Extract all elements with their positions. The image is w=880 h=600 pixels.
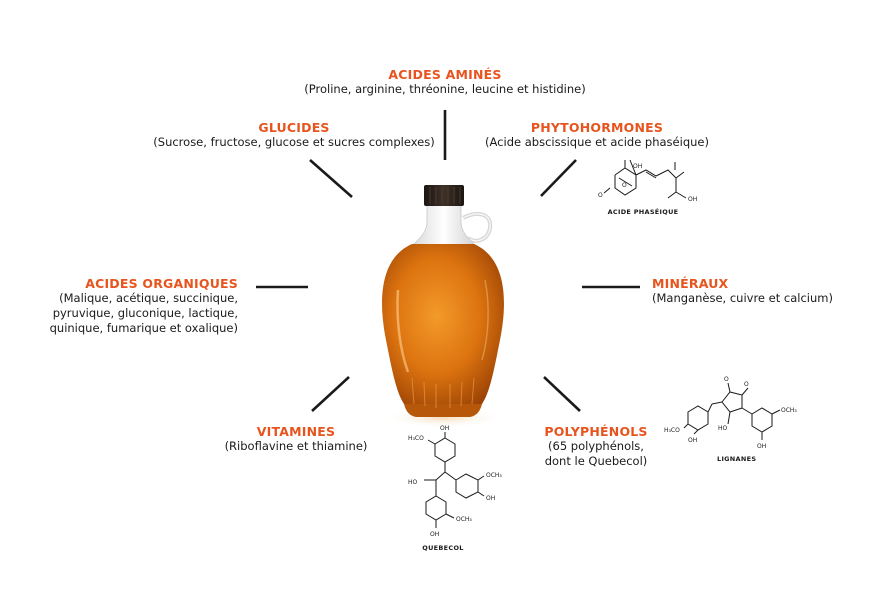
connector-phytohormones: [540, 159, 577, 197]
quebecol-atom-och3-1: OCH₃: [486, 472, 502, 479]
category-glucides: GLUCIDES (Sucrose, fructose, glucose et …: [146, 120, 442, 150]
lignanes-atom-och3: OCH₃: [781, 407, 797, 414]
lignanes-atom-oh2: OH: [757, 443, 766, 450]
connector-lines: [256, 110, 640, 412]
quebecol-structure: [424, 432, 485, 528]
mineraux-title: MINÉRAUX: [652, 276, 729, 291]
acide-phaseique-structure: [603, 159, 687, 199]
lignanes-atom-o2: O: [724, 376, 729, 383]
syrup-bottle-image: [381, 185, 505, 428]
phytohormones-desc: (Acide abscissique et acide phaséique): [485, 135, 709, 149]
phaseique-atom-o2: O: [598, 192, 603, 199]
quebecol-atom-oh3: OH: [430, 531, 439, 538]
category-polyphenols: POLYPHÉNOLS (65 polyphénols, dont le Que…: [536, 424, 656, 469]
acides-organiques-line-1: (Malique, acétique, succinique,: [59, 291, 238, 305]
polyphenols-line-2: dont le Quebecol): [544, 454, 648, 468]
vitamines-desc: (Riboflavine et thiamine): [224, 439, 368, 453]
category-acides-organiques: ACIDES ORGANIQUES (Malique, acétique, su…: [48, 276, 238, 336]
polyphenols-line-1: (65 polyphénols,: [548, 439, 644, 453]
phytohormones-title: PHYTOHORMONES: [530, 120, 664, 135]
vitamines-title: VITAMINES: [256, 424, 336, 439]
acide-phaseique-caption: ACIDE PHASÉIQUE: [608, 207, 679, 216]
acides-amines-title: ACIDES AMINÉS: [388, 67, 502, 82]
acides-amines-desc: (Proline, arginine, thréonine, leucine e…: [304, 82, 586, 96]
category-vitamines: VITAMINES (Riboflavine et thiamine): [216, 424, 376, 454]
lignanes-atom-ho: HO: [718, 425, 728, 432]
polyphenols-title: POLYPHÉNOLS: [544, 424, 648, 439]
mineraux-desc: (Manganèse, cuivre et calcium): [652, 291, 833, 305]
quebecol-atom-ho: HO: [408, 479, 418, 486]
quebecol-atom-oh2: OH: [486, 495, 495, 502]
lignanes-structure: [683, 382, 781, 440]
quebecol-atom-oh1: OH: [440, 425, 449, 432]
quebecol-atom-och3-2: OCH₃: [456, 516, 472, 523]
acides-organiques-title: ACIDES ORGANIQUES: [85, 276, 238, 291]
lignanes-caption: LIGNANES: [717, 455, 756, 463]
phaseique-atom-oh: OH: [633, 163, 642, 170]
connector-vitamines: [311, 376, 350, 412]
lignanes-atom-h3co: H₃CO: [664, 427, 680, 434]
acides-organiques-line-3: quinique, fumarique et oxalique): [49, 321, 238, 335]
glucides-title: GLUCIDES: [258, 120, 330, 135]
quebecol-atom-h3co: H₃CO: [408, 435, 424, 442]
acides-organiques-line-2: pyruvique, gluconique, lactique,: [52, 306, 238, 320]
category-phytohormones: PHYTOHORMONES (Acide abscissique et acid…: [482, 120, 712, 150]
phaseique-atom-oh2: OH: [688, 196, 697, 203]
category-acides-amines: ACIDES AMINÉS (Proline, arginine, thréon…: [300, 67, 590, 97]
lignanes-atom-oh1: OH: [688, 437, 697, 444]
phaseique-atom-o1: O: [622, 182, 627, 189]
quebecol-caption: QUEBECOL: [422, 544, 463, 552]
glucides-desc: (Sucrose, fructose, glucose et sucres co…: [153, 135, 435, 149]
connector-polyphenols: [543, 376, 581, 412]
lignanes-atom-o1: O: [744, 381, 749, 388]
connector-glucides: [309, 159, 353, 198]
category-mineraux: MINÉRAUX (Manganèse, cuivre et calcium): [652, 276, 852, 306]
